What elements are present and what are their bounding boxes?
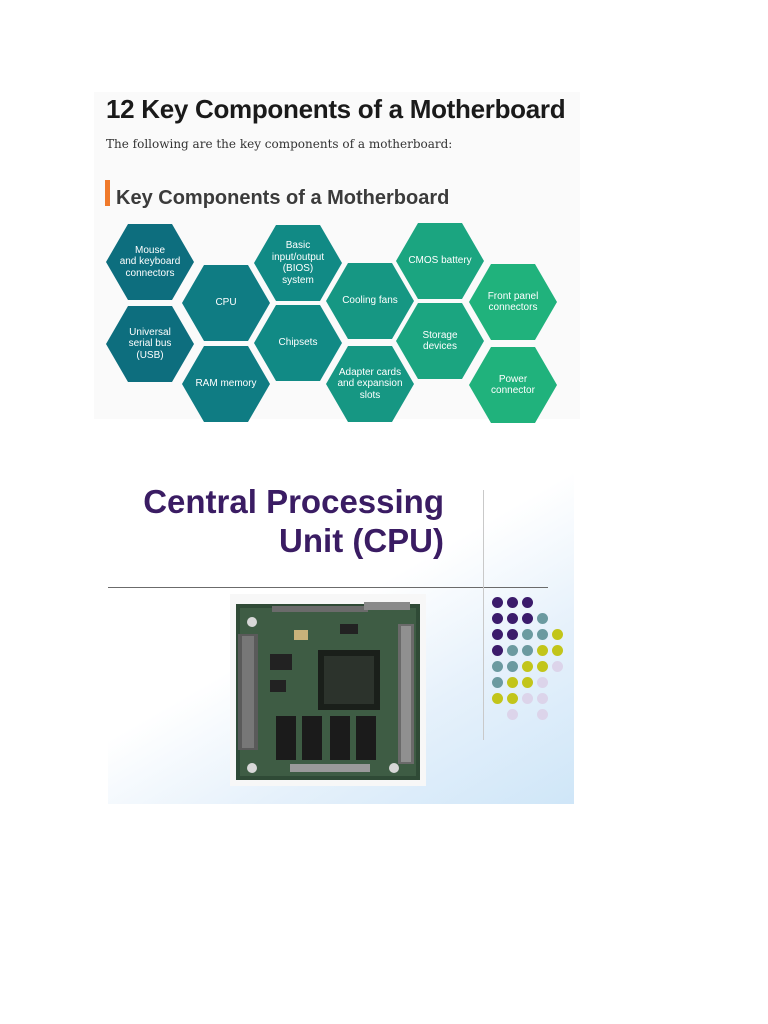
decor-dot xyxy=(492,613,503,624)
hex-front-panel: Front panel connectors xyxy=(469,264,557,340)
hex-power-connector: Power connector xyxy=(469,347,557,423)
decor-dot xyxy=(537,645,548,656)
decor-dot xyxy=(492,629,503,640)
decor-dot xyxy=(537,709,548,720)
hex-bios: Basic input/output (BIOS) system xyxy=(254,225,342,301)
decor-dot xyxy=(537,693,548,704)
decor-dot xyxy=(507,693,518,704)
hex-ram: RAM memory xyxy=(182,346,270,422)
decor-dot xyxy=(537,661,548,672)
hex-label: Storage devices xyxy=(422,329,458,353)
decor-dot xyxy=(552,661,563,672)
decor-dot xyxy=(522,677,533,688)
decor-dot xyxy=(507,613,518,624)
hex-label: Cooling fans xyxy=(342,295,398,307)
decor-dot xyxy=(492,645,503,656)
decor-dot xyxy=(522,645,533,656)
decor-dot xyxy=(507,677,518,688)
decor-dot xyxy=(552,645,563,656)
decor-dot xyxy=(522,597,533,608)
decor-dot xyxy=(522,629,533,640)
slide-divider-horizontal xyxy=(108,587,548,588)
hex-label: Mouse and keyboard connectors xyxy=(119,244,181,279)
hex-adapter-cards: Adapter cards and expansion slots xyxy=(326,346,414,422)
hex-storage-devices: Storage devices xyxy=(396,303,484,379)
slide-divider-vertical xyxy=(483,490,484,740)
infographic-heading: Key Components of a Motherboard xyxy=(116,187,450,209)
motherboard-components-infographic: 12 Key Components of a Motherboard The f… xyxy=(94,92,580,423)
decor-dot xyxy=(537,613,548,624)
decor-dot xyxy=(552,629,563,640)
decor-dot xyxy=(507,645,518,656)
components-hex-grid: Mouse and keyboard connectors Universal … xyxy=(94,92,580,423)
cpu-slide: Central Processing Unit (CPU) xyxy=(108,468,574,804)
hex-label: CPU xyxy=(215,297,237,309)
hex-cooling-fans: Cooling fans xyxy=(326,263,414,339)
hex-label: RAM memory xyxy=(195,378,257,390)
cpu-slide-title: Central Processing Unit (CPU) xyxy=(143,483,444,559)
circuit-board-illustration xyxy=(236,602,420,780)
hex-cpu: CPU xyxy=(182,265,270,341)
hex-cmos-battery: CMOS battery xyxy=(396,223,484,299)
decor-dot xyxy=(522,613,533,624)
decor-dot xyxy=(537,677,548,688)
decor-dot xyxy=(492,693,503,704)
hex-chipsets: Chipsets xyxy=(254,305,342,381)
cpu-board-photo xyxy=(230,594,426,786)
decor-dot xyxy=(522,693,533,704)
heading-accent-bar xyxy=(105,180,110,206)
hex-mouse-keyboard: Mouse and keyboard connectors xyxy=(106,224,194,300)
decor-dot xyxy=(507,709,518,720)
decor-dot xyxy=(492,677,503,688)
hex-label: Front panel connectors xyxy=(487,290,539,314)
hex-label: CMOS battery xyxy=(408,255,472,267)
page-title: 12 Key Components of a Motherboard xyxy=(106,94,566,124)
hex-label: Chipsets xyxy=(278,337,318,349)
decor-dot xyxy=(522,661,533,672)
decor-dot xyxy=(492,597,503,608)
decor-dot xyxy=(507,629,518,640)
hex-usb: Universal serial bus (USB) xyxy=(106,306,194,382)
decor-dot xyxy=(507,597,518,608)
decor-dot xyxy=(507,661,518,672)
decor-dot xyxy=(492,661,503,672)
decor-dot xyxy=(537,629,548,640)
page-subtitle: The following are the key components of … xyxy=(106,137,453,151)
hex-label: Power connector xyxy=(491,373,535,397)
hex-label: Universal serial bus (USB) xyxy=(128,326,172,361)
hex-label: Adapter cards and expansion slots xyxy=(337,366,403,401)
hex-label: Basic input/output (BIOS) system xyxy=(271,240,325,286)
